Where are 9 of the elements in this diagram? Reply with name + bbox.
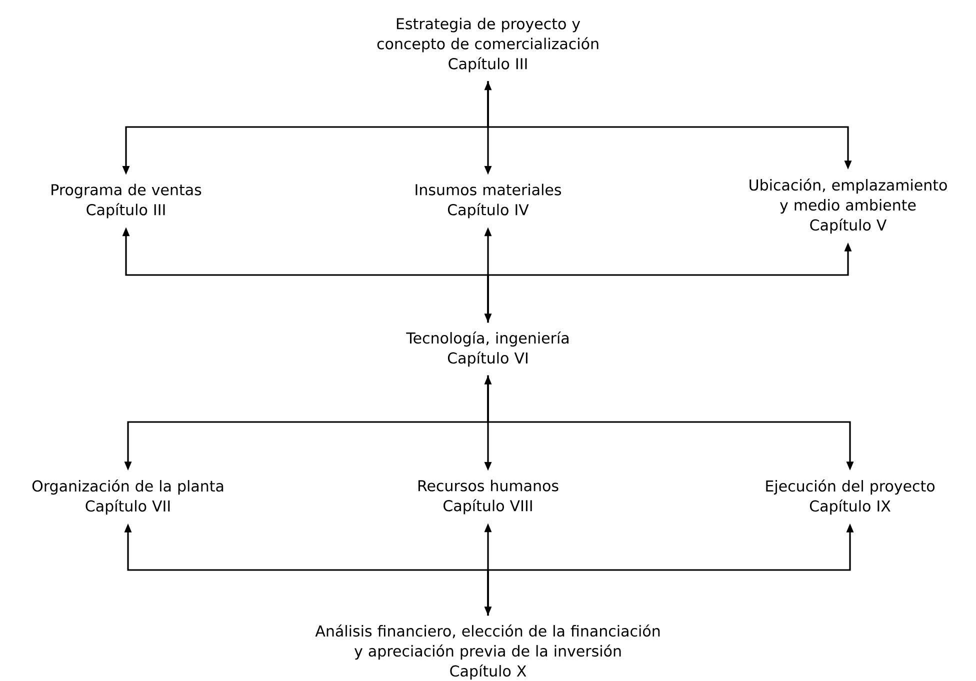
chapter-label: Ubicación, emplazamiento y medio ambiente Capítulo V (750, 178, 947, 234)
chapter-label: Análisis financiero, elección de la financiación y apreciación previa de la inversión Capítulo X (315, 624, 660, 680)
chapter-label: Ejecución del proyecto Capítulo IX (766, 479, 935, 515)
chapter-label: Organización de la planta Capítulo VII (32, 479, 224, 515)
chapter-label: Recursos humanos Capítulo VIII (418, 480, 558, 514)
chapter-label: Tecnología, ingeniería Capítulo VI (406, 331, 568, 367)
chapter-label: Programa de ventas Capítulo III (52, 184, 202, 218)
chapter-label: Insumos materiales Capítulo IV (416, 184, 562, 218)
chapter-label: Estrategia de proyecto y concepto de comercialización Capítulo III (377, 18, 598, 72)
